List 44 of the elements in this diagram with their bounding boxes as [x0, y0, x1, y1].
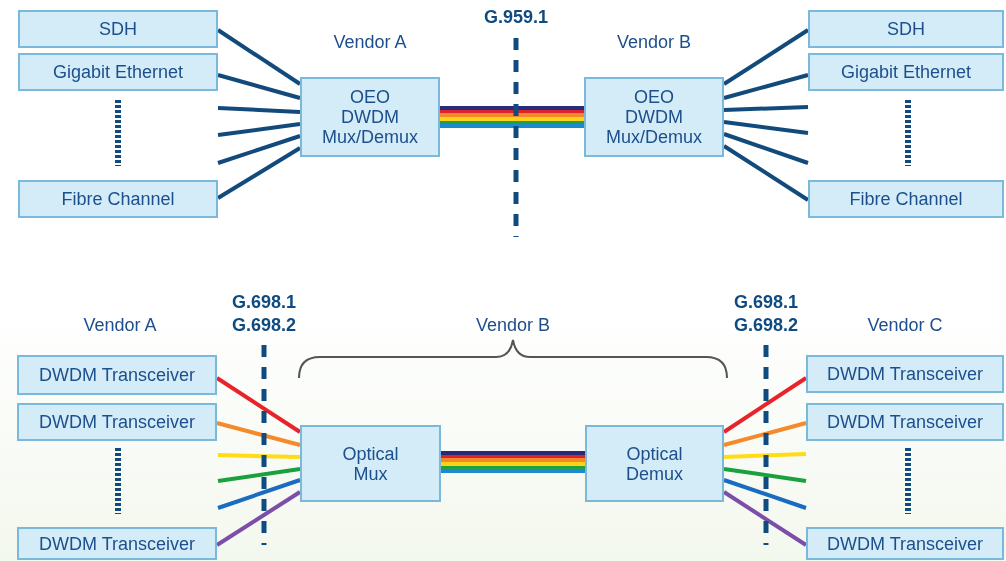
interface-box: Fibre Channel [808, 180, 1004, 218]
connector-line [217, 467, 301, 483]
vendor-label: Vendor B [616, 31, 692, 53]
connector-line [723, 73, 809, 100]
standard-label: G.698.1 [232, 291, 296, 313]
connector-line [217, 122, 301, 137]
mux-demux-box: OEO DWDM Mux/Demux [584, 77, 724, 157]
mux-demux-box: OEO DWDM Mux/Demux [300, 77, 440, 157]
transceiver-box: DWDM Transceiver [806, 403, 1004, 441]
connector-line [723, 105, 809, 112]
vendor-label: Vendor A [333, 31, 407, 53]
connector-line [723, 132, 809, 165]
standard-label: G.698.1 [734, 291, 798, 313]
multi-wavelength-band [440, 106, 584, 128]
vendor-label: Vendor B [475, 314, 551, 336]
connector-line [216, 421, 301, 447]
standard-label: G.698.2 [232, 314, 296, 336]
vendor-label: Vendor C [867, 314, 943, 336]
mux-box: Optical Mux [300, 425, 441, 502]
connector-line [217, 478, 301, 510]
connector-line [217, 134, 301, 165]
interface-box: Fibre Channel [18, 180, 218, 218]
connector-line [723, 467, 807, 483]
multi-wavelength-band [441, 451, 585, 473]
connector-line [723, 452, 807, 459]
interface-box: Gigabit Ethernet [808, 53, 1004, 91]
transceiver-box: DWDM Transceiver [17, 355, 217, 395]
connector-line [217, 453, 301, 459]
connector-line [723, 478, 807, 510]
interface-box: SDH [18, 10, 218, 48]
connector-line [217, 106, 301, 114]
demux-box: Optical Demux [585, 425, 724, 502]
connector-line [723, 120, 809, 135]
transceiver-box: DWDM Transceiver [806, 355, 1004, 393]
interface-box: SDH [808, 10, 1004, 48]
interface-box: Gigabit Ethernet [18, 53, 218, 91]
standard-label: G.698.2 [734, 314, 798, 336]
transceiver-box: DWDM Transceiver [17, 403, 217, 441]
standard-label: G.959.1 [484, 6, 548, 28]
connector-line [217, 73, 301, 100]
connector-line [723, 421, 807, 447]
transceiver-box: DWDM Transceiver [806, 527, 1004, 560]
transceiver-box: DWDM Transceiver [17, 527, 217, 560]
vendor-label: Vendor A [83, 314, 157, 336]
